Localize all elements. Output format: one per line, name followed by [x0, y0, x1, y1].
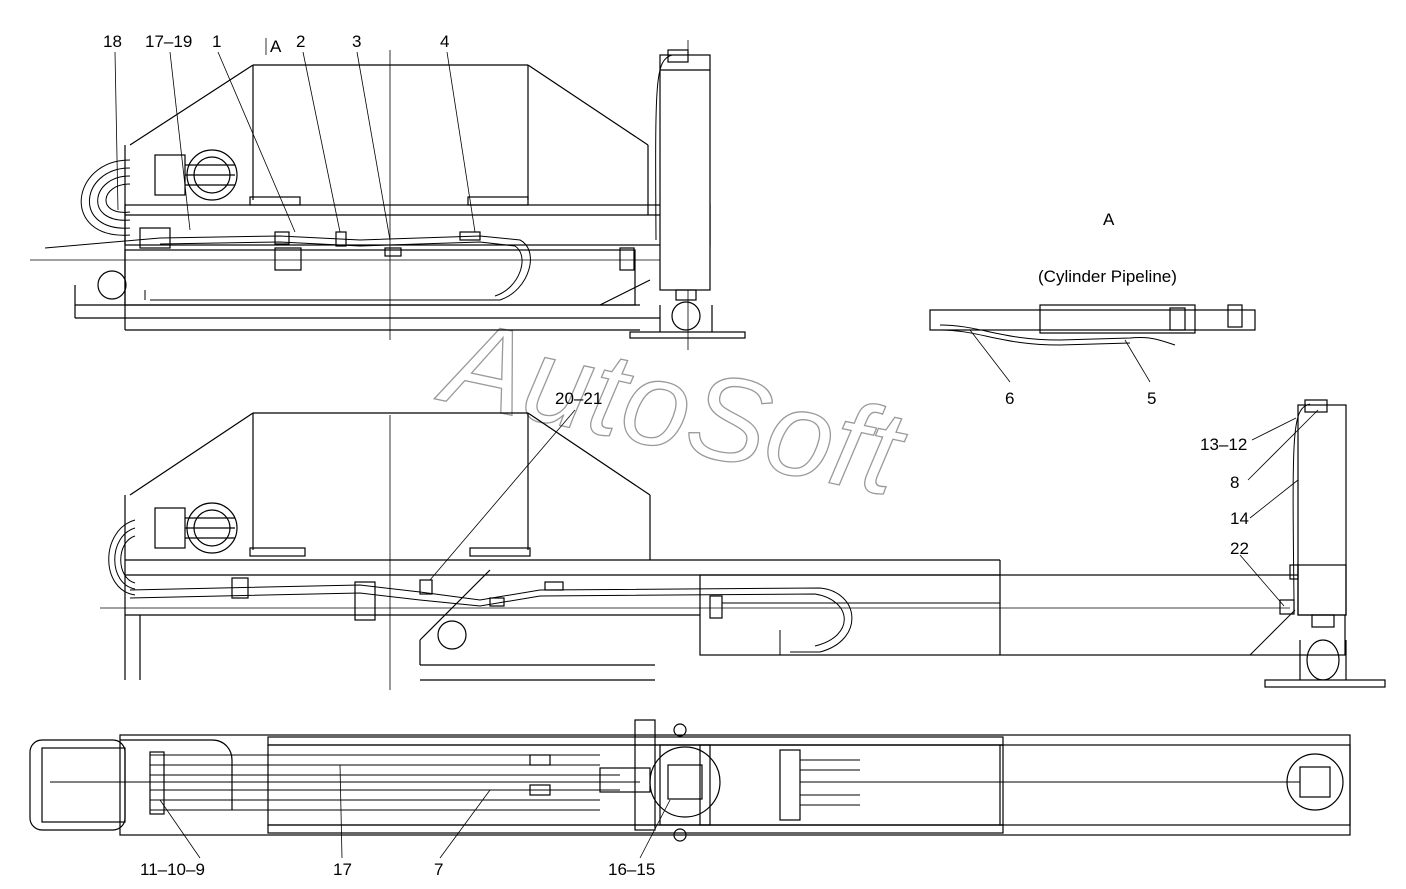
- callout-4: 4: [440, 32, 449, 51]
- callout-17-19: 17–19: [145, 32, 192, 51]
- section-subtitle: (Cylinder Pipeline): [1038, 267, 1177, 286]
- middle-side-view: [100, 399, 1386, 690]
- callout-2: 2: [296, 32, 305, 51]
- callout-5: 5: [1147, 389, 1156, 408]
- bottom-plan-view: [29, 719, 1351, 859]
- watermark: AutoSoft: [429, 293, 918, 522]
- callout-6: 6: [1005, 389, 1014, 408]
- section-title: A: [1103, 210, 1115, 229]
- callout-17-bottom: 17: [333, 860, 352, 879]
- callout-14: 14: [1230, 509, 1249, 528]
- callout-20-21: 20–21: [555, 389, 602, 408]
- top-side-view: [30, 40, 746, 350]
- callout-18: 18: [103, 32, 122, 51]
- section-marker-a: A: [270, 37, 282, 56]
- callout-22: 22: [1230, 539, 1249, 558]
- callout-11-10-9: 11–10–9: [140, 860, 205, 879]
- callout-1: 1: [212, 32, 221, 51]
- callout-8: 8: [1230, 473, 1239, 492]
- section-view-a: [929, 304, 1256, 383]
- callout-3: 3: [352, 32, 361, 51]
- callout-16-15: 16–15: [608, 860, 655, 879]
- callout-7: 7: [434, 860, 443, 879]
- callout-13-12: 13–12: [1200, 435, 1247, 454]
